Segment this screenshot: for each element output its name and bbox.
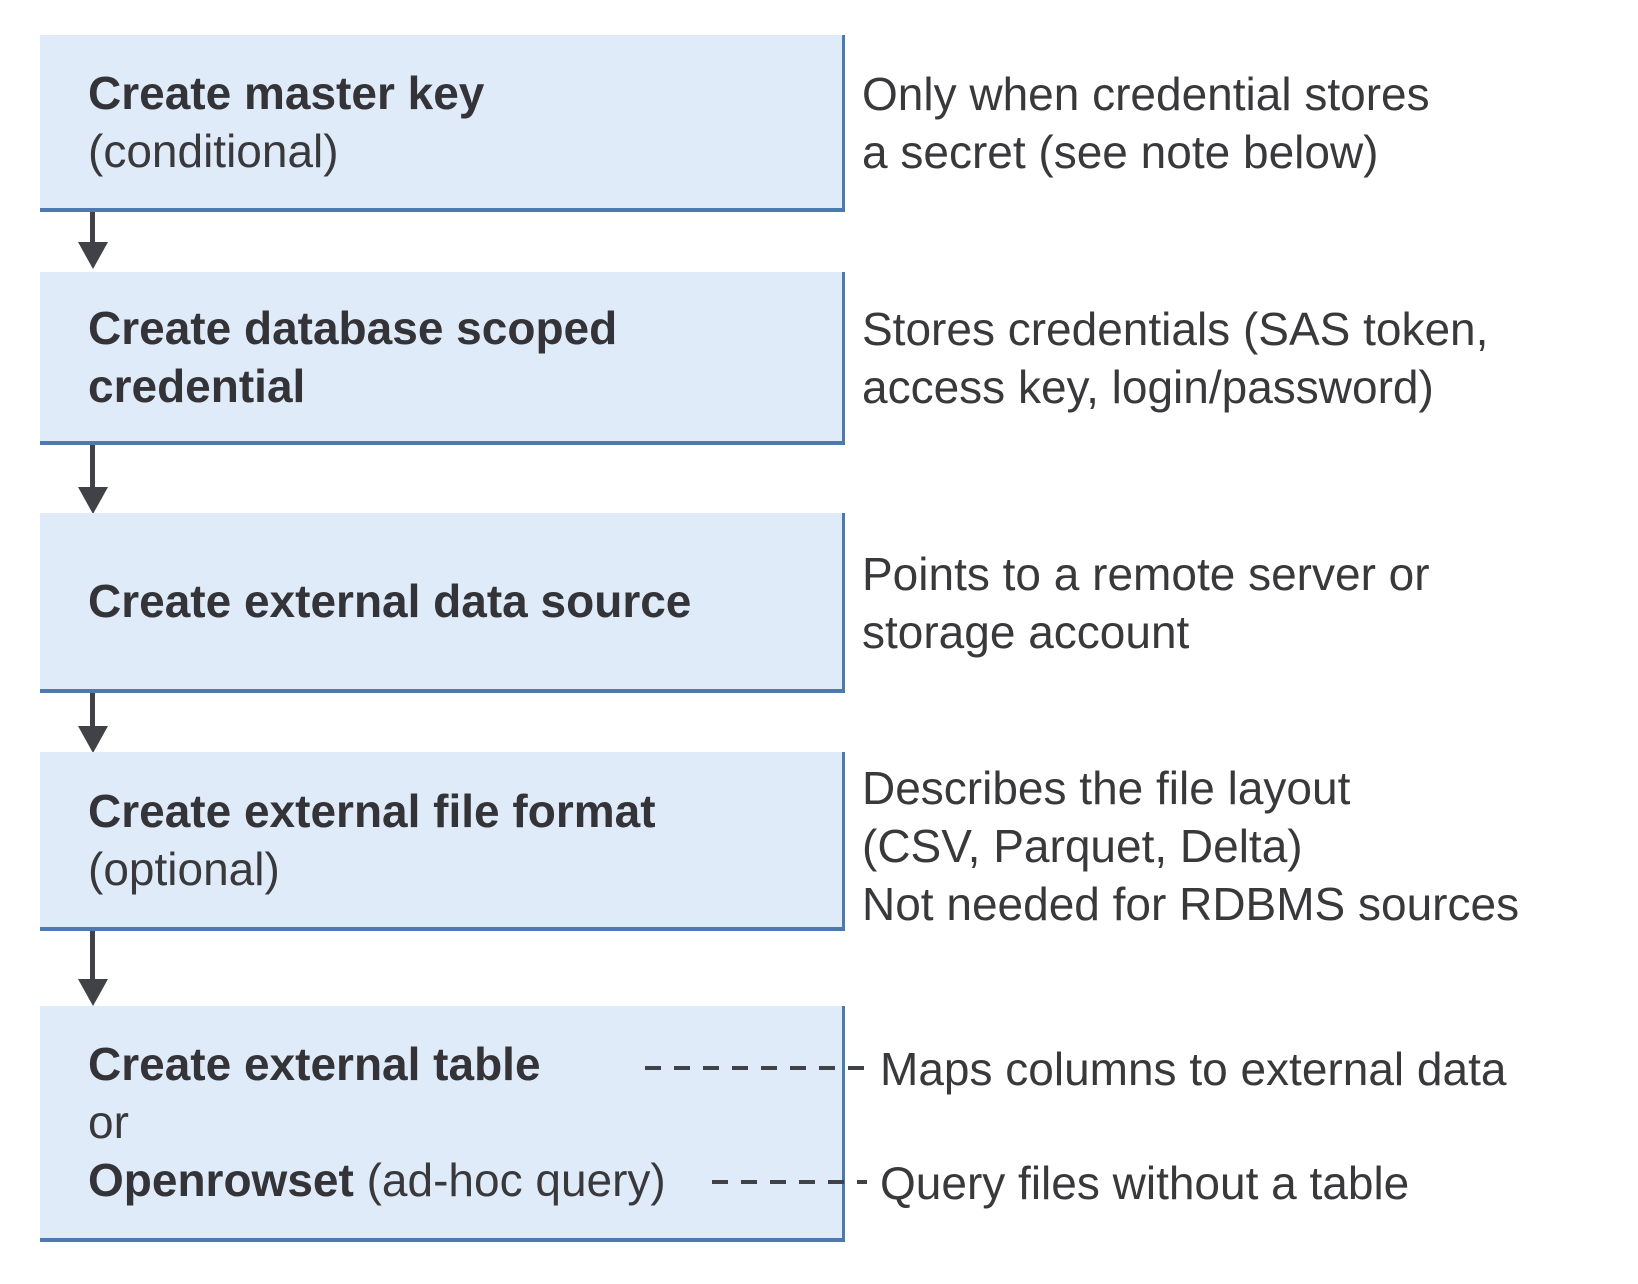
step-subtitle: (optional)	[88, 842, 280, 895]
down-arrow-icon	[78, 487, 108, 514]
step-title: Create external data source	[88, 575, 692, 627]
note-line: Describes the file layout	[862, 762, 1351, 814]
step-subtitle: (conditional)	[88, 124, 339, 177]
note-line: Only when credential stores	[862, 68, 1430, 120]
step-note-credential: Stores credentials (SAS token, access ke…	[862, 300, 1488, 416]
note-line: Points to a remote server or	[862, 548, 1430, 600]
note-line: storage account	[862, 606, 1190, 658]
step-title: Create database scoped	[88, 301, 618, 354]
down-arrow-icon	[90, 212, 95, 244]
dashed-connector-icon	[712, 1180, 867, 1184]
annotation-external-table: Maps columns to external data	[880, 1040, 1506, 1098]
step-or-label: or	[88, 1096, 129, 1148]
note-line: a secret (see note below)	[862, 126, 1379, 178]
step-box-create-database-scoped-credential: Create database scoped credential	[40, 272, 845, 445]
step-note-file-format: Describes the file layout (CSV, Parquet,…	[862, 759, 1519, 933]
note-line: Maps columns to external data	[880, 1043, 1507, 1095]
openrowset-suffix: (ad-hoc query)	[353, 1154, 666, 1206]
note-line: Not needed for RDBMS sources	[862, 878, 1520, 930]
step-box-create-external-data-source: Create external data source	[40, 513, 845, 693]
step-note-data-source: Points to a remote server or storage acc…	[862, 545, 1430, 661]
note-line: Stores credentials (SAS token,	[862, 303, 1489, 355]
annotation-openrowset: Query files without a table	[880, 1154, 1409, 1212]
step-openrowset-line: Openrowset (ad-hoc query)	[88, 1151, 842, 1209]
step-box-create-external-file-format: Create external file format (optional)	[40, 752, 845, 931]
openrowset-label: Openrowset	[88, 1154, 354, 1206]
step-title: Create external table	[88, 1038, 541, 1090]
down-arrow-icon	[90, 445, 95, 489]
down-arrow-icon	[90, 693, 95, 728]
down-arrow-icon	[78, 242, 108, 269]
note-line: (CSV, Parquet, Delta)	[862, 820, 1303, 872]
step-box-create-external-table-or-openrowset: Create external table or Openrowset (ad-…	[40, 1006, 845, 1242]
note-line: access key, login/password)	[862, 361, 1434, 413]
note-line: Query files without a table	[880, 1157, 1410, 1209]
step-title: credential	[88, 359, 306, 412]
down-arrow-icon	[78, 979, 108, 1006]
dashed-connector-icon	[645, 1066, 867, 1070]
down-arrow-icon	[78, 726, 108, 753]
step-note-master-key: Only when credential stores a secret (se…	[862, 65, 1430, 181]
step-title: Create external file format	[88, 784, 656, 837]
step-box-create-master-key: Create master key (conditional)	[40, 35, 845, 212]
step-title: Create master key	[88, 66, 485, 119]
down-arrow-icon	[90, 931, 95, 981]
